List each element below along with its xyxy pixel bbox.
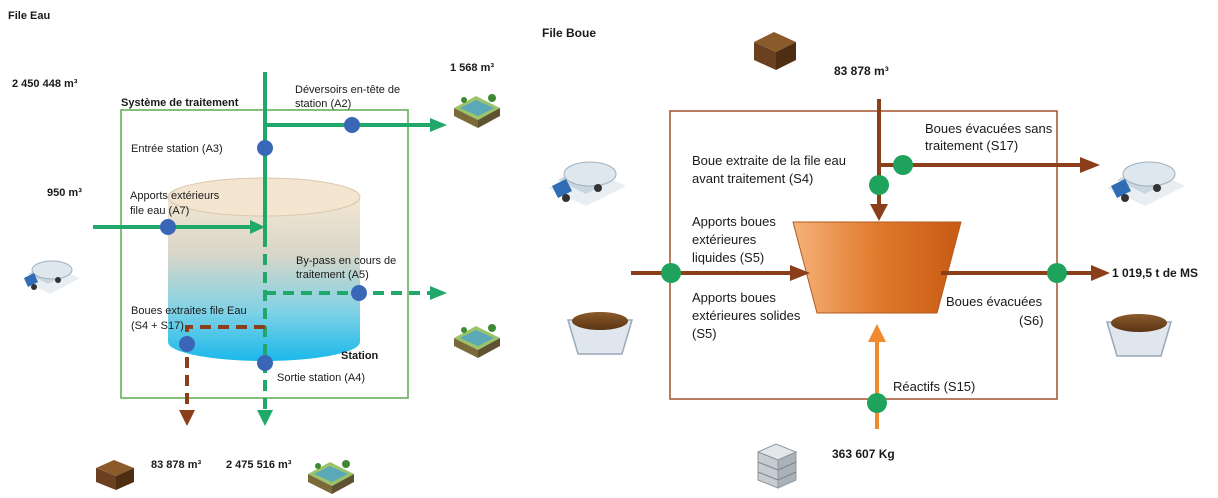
- boues-extraites-arrowhead: [179, 410, 195, 426]
- sans-traitement-arrowhead: [1080, 157, 1100, 173]
- apports-label-1: Apports extérieurs: [130, 190, 220, 202]
- chemical-container-icon: [756, 443, 798, 489]
- boue-extraite-label-1: Boue extraite de la file eau: [692, 153, 846, 168]
- solides-label-2: extérieures solides: [692, 308, 801, 323]
- bypass-label-2: traitement (A5): [296, 269, 369, 281]
- evacuees-label-1: Boues évacuées: [946, 294, 1043, 309]
- liquides-label-2: extérieures: [692, 232, 757, 247]
- vol-apports: 950 m³: [47, 187, 82, 199]
- tanker-truck-icon: [22, 260, 80, 294]
- sludge-pile-icon: [96, 460, 134, 490]
- file-boue-title: File Boue: [542, 26, 596, 40]
- apports-liquides-arrowhead: [790, 265, 810, 281]
- entree-label: Entrée station (A3): [131, 143, 223, 155]
- deversoirs-node: [344, 117, 360, 133]
- sortie-label: Sortie station (A4): [277, 372, 365, 384]
- vol-boue-top: 83 878 m³: [834, 64, 889, 78]
- apports-label-2: file eau (A7): [130, 205, 189, 217]
- boues-extraites-line: [185, 325, 265, 412]
- water-basin-icon: [308, 460, 354, 494]
- boues-label-2: (S4 + S17): [131, 320, 184, 332]
- station-label: Station: [341, 350, 379, 362]
- boue-extraite-arrowhead: [870, 204, 888, 221]
- boue-extraite-label-2: avant traitement (S4): [692, 171, 813, 186]
- deversoirs-arrowhead: [430, 118, 447, 132]
- sludge-skip-icon: [566, 312, 634, 355]
- bypass-node: [351, 285, 367, 301]
- vol-sortie: 2 475 516 m³: [226, 459, 292, 471]
- sans-traitement-label-2: traitement (S17): [925, 138, 1018, 153]
- deversoirs-label-2: station (A2): [295, 98, 351, 110]
- bypass-arrowhead: [430, 286, 447, 300]
- vol-deversoirs: 1 568 m³: [450, 62, 494, 74]
- treatment-system-label: Système de traitement: [121, 97, 239, 109]
- file-eau-title: File Eau: [8, 10, 50, 22]
- sludge-skip-icon: [1105, 314, 1173, 357]
- entree-node: [257, 140, 273, 156]
- water-basin-icon: [454, 324, 500, 358]
- solides-label-3: (S5): [692, 326, 717, 341]
- apports-arrowhead: [250, 220, 265, 234]
- reactifs-qty: 363 607 Kg: [832, 447, 895, 461]
- vol-boues-eau: 83 878 m³: [151, 459, 201, 471]
- sludge-system-box: [669, 110, 1058, 400]
- boues-label-1: Boues extraites file Eau: [131, 305, 247, 317]
- sludge-hopper: [792, 221, 962, 314]
- boues-evacuees-node: [1047, 263, 1067, 283]
- water-basin-icon: [454, 94, 500, 128]
- liquides-label-3: liquides (S5): [692, 250, 764, 265]
- sludge-pile-icon: [754, 32, 796, 70]
- liquides-label-1: Apports boues: [692, 214, 776, 229]
- bypass-label-1: By-pass en cours de: [296, 255, 396, 267]
- solides-label-1: Apports boues: [692, 290, 776, 305]
- reactifs-label: Réactifs (S15): [893, 379, 975, 394]
- ms-qty: 1 019,5 t de MS: [1112, 266, 1198, 280]
- apports-node: [160, 219, 176, 235]
- sortie-node: [257, 355, 273, 371]
- evacuees-label-2: (S6): [1019, 313, 1044, 328]
- tanker-truck-icon: [1107, 161, 1185, 206]
- vol-entree: 2 450 448 m³: [12, 78, 78, 90]
- reactifs-arrowhead: [868, 324, 886, 342]
- boues-extraites-node: [179, 336, 195, 352]
- apports-liquides-node: [661, 263, 681, 283]
- boues-evacuees-arrowhead: [1091, 265, 1110, 281]
- tanker-truck-icon: [548, 161, 626, 206]
- deversoirs-label-1: Déversoirs en-tête de: [295, 84, 400, 96]
- boue-extraite-node: [869, 175, 889, 195]
- sans-traitement-label-1: Boues évacuées sans: [925, 121, 1053, 136]
- reactifs-node: [867, 393, 887, 413]
- sortie-arrowhead: [257, 410, 273, 426]
- sans-traitement-node: [893, 155, 913, 175]
